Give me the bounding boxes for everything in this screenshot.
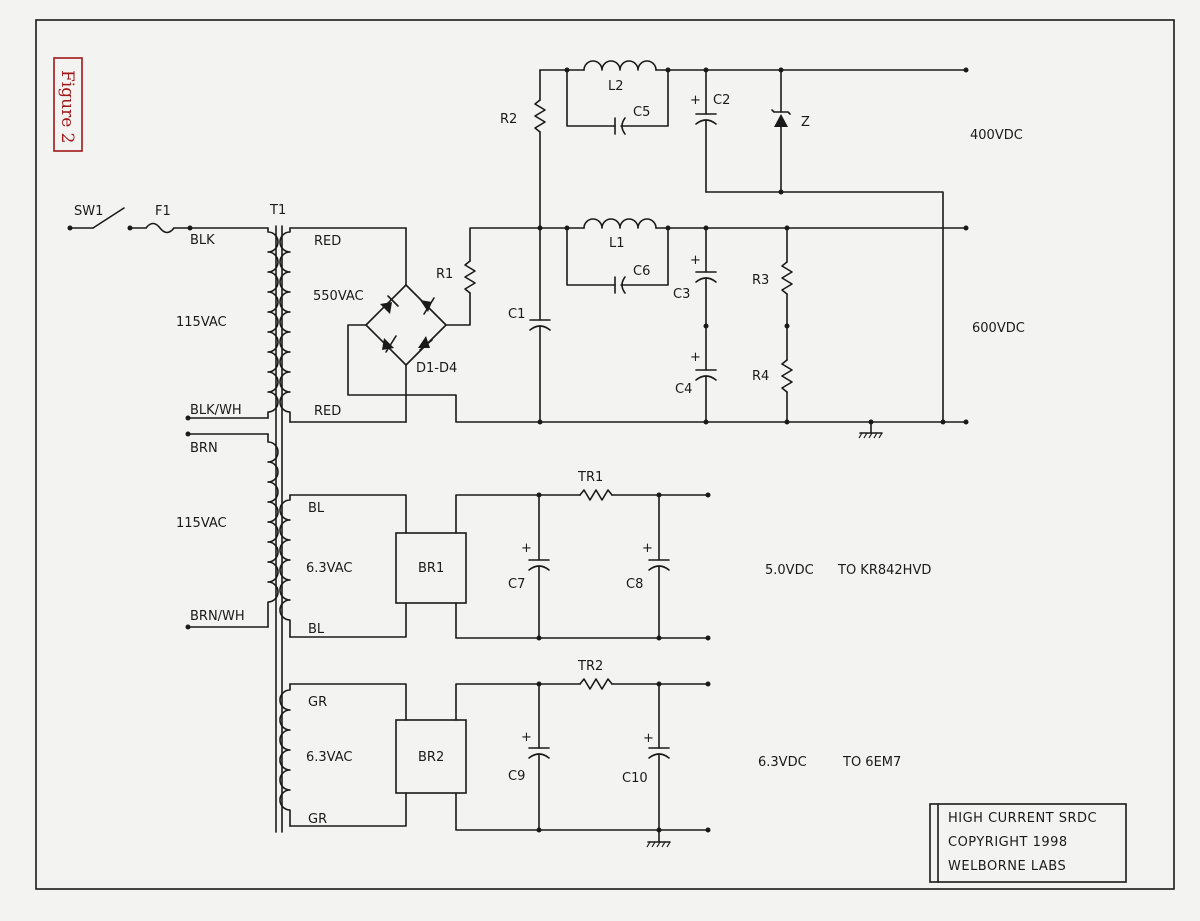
figure-label-box: Figure 2	[53, 57, 83, 152]
c8-polarity: +	[642, 541, 653, 556]
capacitor-c10: + C10	[622, 683, 670, 831]
hv-secondary-winding	[279, 227, 291, 423]
r4-label: R4	[752, 369, 769, 384]
output-6v3dc-dest: TO 6EM7	[842, 755, 901, 770]
l1-label: L1	[609, 236, 625, 251]
figure-label: Figure 2	[57, 70, 77, 143]
wire-label-bl-bottom: BL	[308, 622, 325, 637]
br1-label: BR1	[418, 561, 444, 576]
resistor-tr1: TR1	[577, 470, 613, 501]
c5-label: C5	[633, 105, 650, 120]
wire-label-red-bottom: RED	[314, 404, 341, 419]
c10-label: C10	[622, 771, 648, 786]
c4-polarity: +	[690, 350, 701, 365]
wire-label-brn-wh: BRN/WH	[190, 609, 245, 624]
tr1-label: TR1	[577, 470, 603, 485]
c3-label: C3	[673, 287, 690, 302]
c10-polarity: +	[643, 731, 654, 746]
wire-label-gr-top: GR	[308, 695, 327, 710]
c9-polarity: +	[521, 730, 532, 745]
c9-label: C9	[508, 769, 525, 784]
filament-winding-2	[279, 683, 291, 827]
d1-d4-label: D1-D4	[416, 361, 457, 376]
wire-label-brn: BRN	[190, 441, 218, 456]
wire-label-blk: BLK	[190, 233, 215, 248]
title-line-1: HIGH CURRENT SRDC	[948, 811, 1097, 826]
wire-label-blk-wh: BLK/WH	[190, 403, 242, 418]
title-line-3: WELBORNE LABS	[948, 859, 1066, 874]
primary-winding-1	[267, 227, 279, 419]
capacitor-c5: C5	[566, 69, 669, 135]
fuse-f1: F1	[129, 204, 191, 234]
title-block: HIGH CURRENT SRDC COPYRIGHT 1998 WELBORN…	[929, 803, 1127, 883]
resistor-r4: R4	[752, 325, 793, 423]
ground-symbol-fil2	[646, 829, 671, 848]
c6-label: C6	[633, 264, 650, 279]
t1-label: T1	[269, 203, 286, 218]
hv-secondary-voltage: 550VAC	[313, 289, 364, 304]
output-6v3dc: 6.3VDC	[758, 755, 807, 770]
wire-label-red-top: RED	[314, 234, 341, 249]
bridge-rectifier-d1-d4: D1-D4	[365, 227, 457, 423]
output-400vdc: 400VDC	[970, 128, 1023, 143]
r3-label: R3	[752, 273, 769, 288]
c2-polarity: +	[690, 93, 701, 108]
f1-label: F1	[155, 204, 171, 219]
output-600vdc: 600VDC	[972, 321, 1025, 336]
fil1-secondary-voltage: 6.3VAC	[306, 561, 352, 576]
resistor-r1: R1	[436, 260, 476, 294]
capacitor-c4: + C4	[675, 325, 717, 423]
capacitor-c2: + C2	[690, 69, 730, 193]
bridge-br1: BR1	[395, 532, 467, 604]
output-5vdc-dest: TO KR842HVD	[837, 563, 931, 578]
c3-polarity: +	[690, 253, 701, 268]
primary-winding-2	[267, 433, 279, 628]
bridge-br2: BR2	[395, 719, 467, 794]
sw1-label: SW1	[74, 204, 103, 219]
c1-label: C1	[508, 307, 525, 322]
title-line-2: COPYRIGHT 1998	[948, 835, 1068, 850]
fil2-secondary-voltage: 6.3VAC	[306, 750, 352, 765]
r1-label: R1	[436, 267, 453, 282]
capacitor-c3: + C3	[673, 227, 717, 327]
inductor-l2: L2	[583, 60, 657, 94]
c7-label: C7	[508, 577, 525, 592]
c8-label: C8	[626, 577, 643, 592]
c4-label: C4	[675, 382, 692, 397]
drawing-border	[35, 19, 1175, 890]
output-5vdc: 5.0VDC	[765, 563, 814, 578]
c2-label: C2	[713, 93, 730, 108]
wire-label-gr-bottom: GR	[308, 812, 327, 827]
filament-winding-1	[279, 494, 291, 638]
resistor-tr2: TR2	[577, 659, 613, 690]
zener-diode-z: Z	[771, 69, 810, 193]
resistor-r2: R2	[500, 69, 546, 229]
l2-label: L2	[608, 79, 624, 94]
capacitor-c9: + C9	[508, 683, 550, 831]
resistor-r3: R3	[752, 227, 793, 327]
primary1-voltage: 115VAC	[176, 315, 227, 330]
r2-label: R2	[500, 112, 517, 127]
c7-polarity: +	[521, 541, 532, 556]
br2-label: BR2	[418, 750, 444, 765]
inductor-l1: L1	[583, 218, 657, 251]
primary2-voltage: 115VAC	[176, 516, 227, 531]
capacitor-c1: C1	[508, 227, 551, 423]
switch-sw1: SW1	[67, 204, 133, 231]
ground-symbol-hv	[858, 421, 883, 439]
capacitor-c6: C6	[566, 227, 669, 294]
capacitor-c8: + C8	[626, 494, 670, 639]
capacitor-c7: + C7	[508, 494, 550, 639]
z-label: Z	[801, 115, 810, 130]
tr2-label: TR2	[577, 659, 603, 674]
wire-label-bl-top: BL	[308, 501, 325, 516]
